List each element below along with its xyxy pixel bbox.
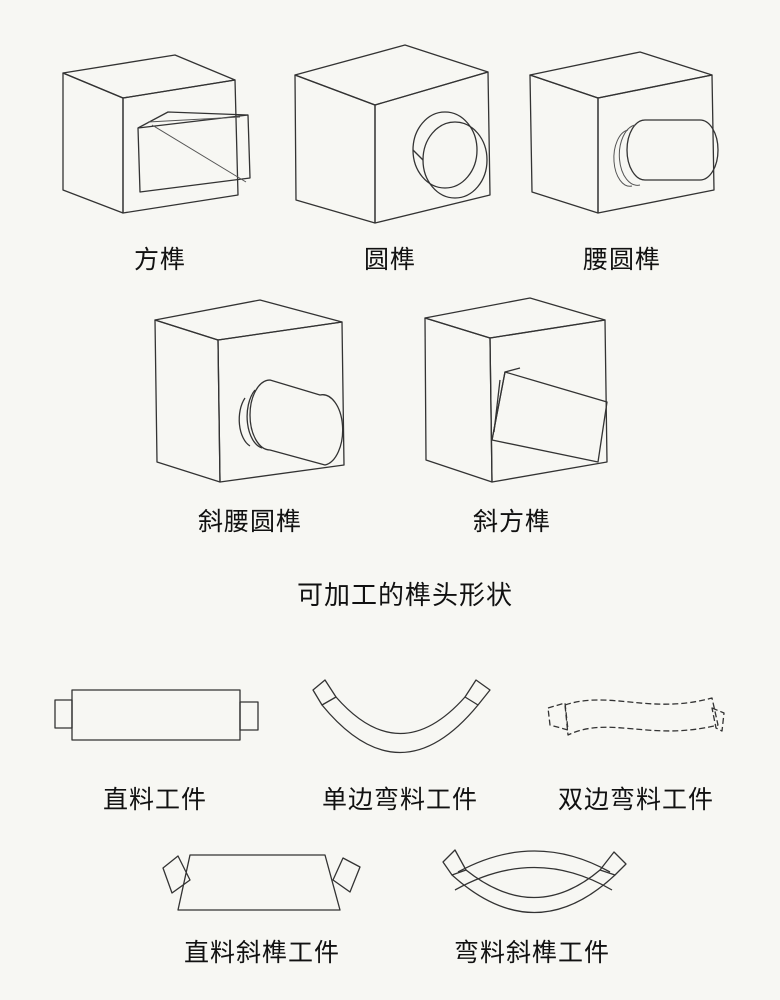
straight-angled-tenon-workpiece-figure — [162, 854, 361, 911]
workpiece-label-curved-angled-tenon: 弯料斜榫工件 — [453, 938, 611, 967]
shape-label-square-tenon: 方榫 — [133, 245, 187, 274]
shape-label-slanted-oblong-tenon: 斜腰圆榫 — [197, 507, 303, 536]
double-curved-workpiece-figure — [547, 697, 725, 736]
shape-label-slanted-square-tenon: 斜方榫 — [472, 507, 552, 536]
single-curved-workpiece-figure — [312, 679, 491, 753]
workpiece-label-straight-angled-tenon: 直料斜榫工件 — [183, 938, 341, 967]
workpiece-label-straight: 直料工件 — [102, 785, 208, 814]
oblong-tenon-figure — [529, 51, 719, 214]
straight-workpiece-figure — [54, 689, 259, 741]
round-tenon-figure — [294, 44, 491, 224]
section-title-tenon-shapes: 可加工的榫头形状 — [296, 581, 514, 611]
slanted-oblong-tenon-figure — [154, 299, 345, 483]
slanted-square-tenon-figure — [424, 297, 608, 483]
shape-label-round-tenon: 圆榫 — [363, 245, 417, 274]
workpiece-label-single-curved: 单边弯料工件 — [321, 785, 479, 814]
shape-label-oblong-tenon: 腰圆榫 — [582, 245, 662, 274]
square-tenon-figure — [62, 54, 251, 214]
workpiece-label-double-curved: 双边弯料工件 — [557, 785, 715, 814]
curved-angled-tenon-workpiece-figure — [442, 849, 627, 913]
